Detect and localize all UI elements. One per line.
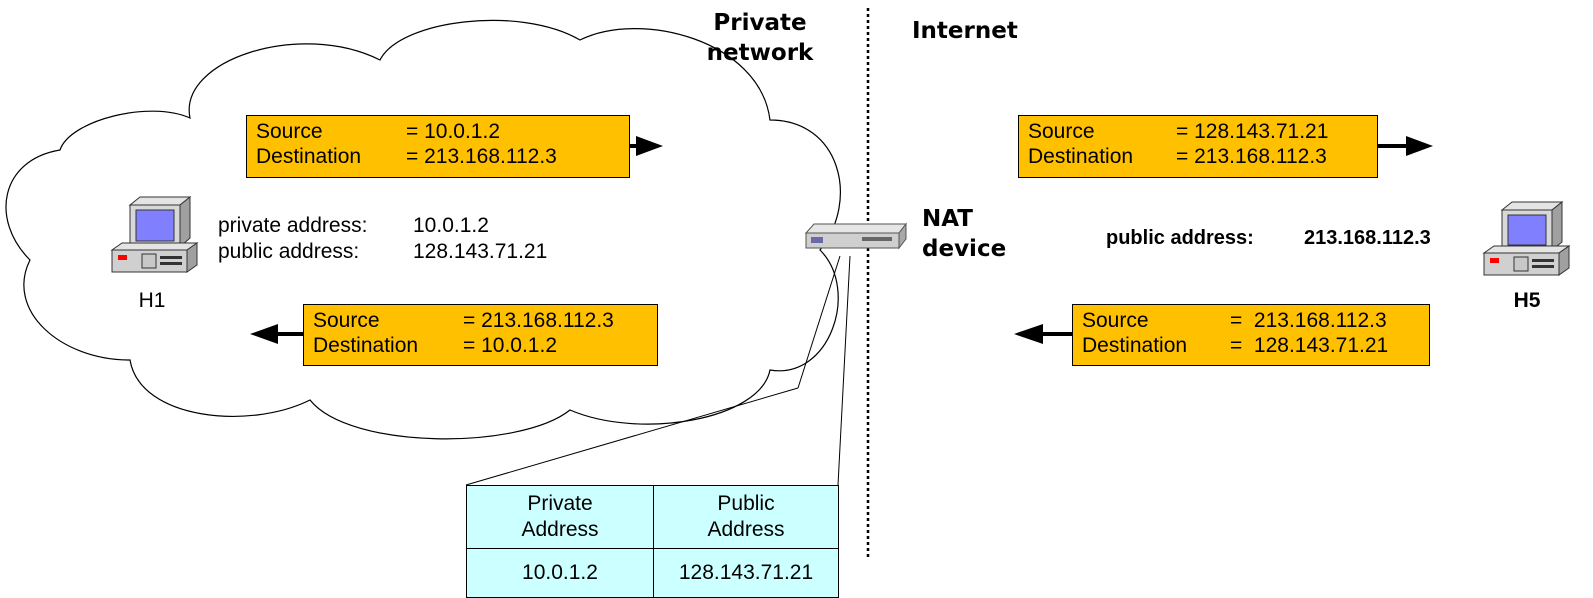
nat-table-header-row: Private Address Public Address	[466, 485, 839, 549]
arrow-left-icon	[1014, 324, 1075, 344]
arrow-right-icon	[630, 136, 663, 156]
h1-public-address-value: 128.143.71.21	[413, 240, 548, 263]
h5-public-address-label: public address:	[1106, 227, 1254, 249]
arrow-left-icon	[250, 324, 305, 344]
h1-computer-icon	[110, 195, 199, 273]
packet-source-value: = 10.0.1.2	[406, 120, 500, 143]
packet-internet-outgoing: Source = 128.143.71.21 Destination = 213.1…	[1018, 115, 1378, 178]
nat-table-row: 10.0.1.2 128.143.71.21	[466, 548, 839, 598]
arrow-right-icon	[1378, 136, 1433, 156]
h1-label: H1	[138, 289, 166, 312]
h1-public-address-label: public address:	[218, 240, 360, 263]
packet-source-label: Source	[256, 120, 323, 143]
h5-label: H5	[1513, 289, 1541, 312]
private-network-heading: Private network	[706, 10, 814, 66]
nat-device-label: NAT device	[922, 204, 1006, 264]
packet-destination-label: Destination	[1082, 334, 1188, 357]
packet-destination-label: Destination	[256, 145, 362, 168]
packet-private-outgoing: Source = 10.0.1.2 Destination = 213.168.11…	[246, 115, 630, 178]
h5-address-info: public address: 213.168.112.3	[1106, 225, 1431, 251]
packet-internet-incoming: Source = 213.168.112.3 Destination = 128.1…	[1072, 304, 1430, 366]
h1-private-address-label: private address:	[218, 214, 368, 237]
internet-heading: Internet	[912, 18, 1018, 44]
callout-line-left	[797, 255, 841, 389]
packet-source-label: Source	[1082, 309, 1149, 332]
packet-private-incoming: Source = 213.168.112.3 Destination = 10.0.…	[303, 304, 658, 366]
nat-label-line2: device	[922, 236, 1007, 262]
packet-destination-value: = 213.168.112.3	[1176, 145, 1327, 168]
h5-computer-icon	[1482, 200, 1571, 276]
packet-destination-label: Destination	[313, 334, 419, 357]
packet-destination-label: Destination	[1028, 145, 1134, 168]
packet-source-label: Source	[1028, 120, 1095, 143]
h1-private-address-value: 10.0.1.2	[413, 214, 489, 237]
packet-destination-value: = 128.143.71.21	[1230, 334, 1389, 357]
h1-address-info: private address: 10.0.1.2 public address…	[218, 213, 547, 265]
packet-source-value: = 213.168.112.3	[1230, 309, 1387, 332]
packet-destination-value: = 10.0.1.2	[463, 334, 557, 357]
nat-router-icon	[804, 222, 908, 250]
nat-table-cell-public: 128.143.71.21	[653, 548, 839, 598]
packet-source-value: = 213.168.112.3	[463, 309, 614, 332]
nat-label-line1: NAT	[922, 206, 973, 232]
nat-table-header-public: Public Address	[653, 485, 839, 549]
packet-source-label: Source	[313, 309, 380, 332]
callout-line-right	[837, 255, 851, 486]
nat-table-header-private: Private Address	[466, 485, 654, 549]
callout-line-left-2	[465, 387, 799, 486]
packet-destination-value: = 213.168.112.3	[406, 145, 557, 168]
nat-table-cell-private: 10.0.1.2	[466, 548, 654, 598]
nat-translation-table: Private Address Public Address 10.0.1.2 …	[466, 485, 839, 598]
packet-source-value: = 128.143.71.21	[1176, 120, 1329, 143]
h5-public-address-value: 213.168.112.3	[1304, 227, 1431, 249]
